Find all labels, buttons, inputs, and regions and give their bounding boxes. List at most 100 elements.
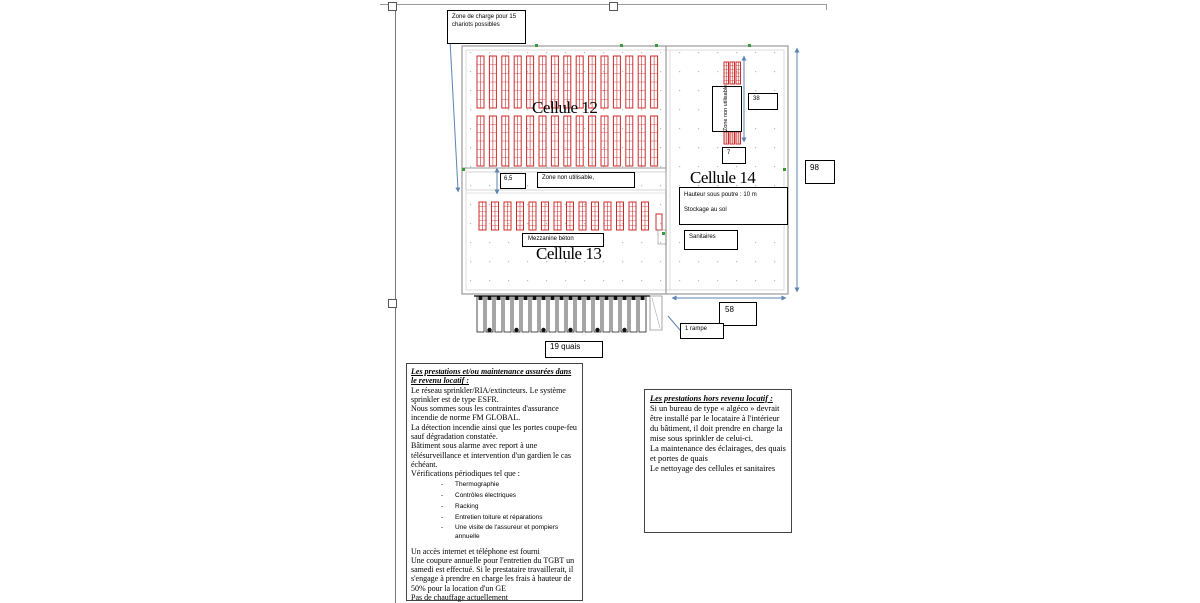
grid-dot (717, 52, 719, 54)
grid-dot (660, 261, 662, 263)
grid-dot (508, 280, 510, 282)
loading-dock (593, 295, 602, 333)
grid-dot (679, 109, 681, 111)
loading-dock (638, 295, 647, 333)
grid-dot (755, 128, 757, 130)
grid-dot (603, 280, 605, 282)
grid-dot (641, 109, 643, 111)
dock-door (514, 296, 519, 300)
grid-dot (622, 242, 624, 244)
selection-handle-top-middle[interactable] (609, 2, 618, 11)
cellule-14-title: Cellule 14 (690, 168, 756, 187)
grid-dot (679, 166, 681, 168)
note-prestations-incluses: Les prestations et/ou maintenance assuré… (406, 363, 583, 603)
note-left-para1: Le réseau sprinkler/RIA/extincteurs. Le … (411, 385, 566, 404)
grid-dot (660, 223, 662, 225)
mezzanine-label: Mezzanine béton (522, 233, 604, 247)
grid-dot (717, 166, 719, 168)
grid-dot (755, 280, 757, 282)
note-right-para2: La maintenance des éclairages, des quais… (650, 444, 786, 463)
zone-non-utilisable-vertical: Zone non utilisable (712, 85, 740, 131)
grid-dot (774, 261, 776, 263)
grid-dot (660, 185, 662, 187)
grid-dot (489, 52, 491, 54)
dock-door (523, 296, 528, 300)
dock-door (604, 296, 609, 300)
grid-dot (698, 128, 700, 130)
dock-door (532, 296, 537, 300)
dock-door (595, 296, 600, 300)
dim-38-label: 38 (748, 93, 778, 110)
grid-dot (584, 166, 586, 168)
quais-label: 19 quais (545, 341, 603, 358)
grid-dot (584, 280, 586, 282)
dock-door (478, 296, 483, 300)
grid-dot (489, 223, 491, 225)
dock-door (613, 296, 618, 300)
loading-dock (620, 295, 629, 333)
list-item: Entretien toiture et réparations (411, 512, 578, 523)
dock-leveler (622, 327, 627, 333)
grid-dot (622, 109, 624, 111)
dock-door (559, 296, 564, 300)
dock-leveler (568, 327, 573, 333)
grid-dot (679, 52, 681, 54)
loading-dock (530, 295, 539, 333)
loading-dock (503, 295, 512, 333)
grid-dot (527, 109, 529, 111)
dock-door (586, 296, 591, 300)
grid-dot (470, 128, 472, 130)
note-left-para8: Pas de chauffage actuellement (411, 593, 508, 603)
grid-dot (622, 261, 624, 263)
grid-dot (489, 242, 491, 244)
grid-dot (641, 52, 643, 54)
dock-door (622, 296, 627, 300)
dock-door (568, 296, 573, 300)
note-left-title: Les prestations et/ou maintenance assuré… (411, 367, 572, 386)
grid-dot (584, 52, 586, 54)
grid-dot (489, 204, 491, 206)
dock-door (541, 296, 546, 300)
note-prestations-hors-revenu: Les prestations hors revenu locatif : Si… (644, 389, 792, 533)
cellule-13-title: Cellule 13 (536, 244, 602, 263)
grid-dot (527, 166, 529, 168)
grid-dot (698, 166, 700, 168)
grid-dot (774, 128, 776, 130)
dock-door (640, 296, 645, 300)
grid-dot (527, 261, 529, 263)
grid-dot (584, 109, 586, 111)
grid-dot (698, 280, 700, 282)
grid-dot (755, 185, 757, 187)
list-item: Thermographie (411, 479, 578, 490)
loading-dock (629, 295, 638, 333)
racks (476, 55, 741, 231)
grid-dot (774, 71, 776, 73)
grid-dot (622, 223, 624, 225)
grid-dot (698, 52, 700, 54)
note-left-para4: Bâtiment sous alarme avec report à une t… (411, 441, 572, 469)
grid-dot (546, 128, 548, 130)
grid-dot (717, 280, 719, 282)
grid-dot (489, 280, 491, 282)
grid-dot (679, 185, 681, 187)
grid-dot (565, 261, 567, 263)
grid-dot (755, 52, 757, 54)
grid-dot (736, 280, 738, 282)
loading-dock (512, 295, 521, 333)
grid-dot (584, 128, 586, 130)
selection-handle-bottom-left[interactable] (388, 299, 397, 308)
dock-leveler (595, 327, 600, 333)
grid-dot (622, 280, 624, 282)
grid-dot (470, 280, 472, 282)
grid-dot (565, 147, 567, 149)
grid-dot (527, 128, 529, 130)
grid-dot (679, 147, 681, 149)
grid-dot (470, 223, 472, 225)
grid-dot (641, 185, 643, 187)
cellule-12-title: Cellule 12 (532, 98, 598, 117)
grid-dot (489, 109, 491, 111)
grid-dot (755, 261, 757, 263)
grid-dot (565, 52, 567, 54)
selection-handle-top-left[interactable] (388, 2, 397, 11)
